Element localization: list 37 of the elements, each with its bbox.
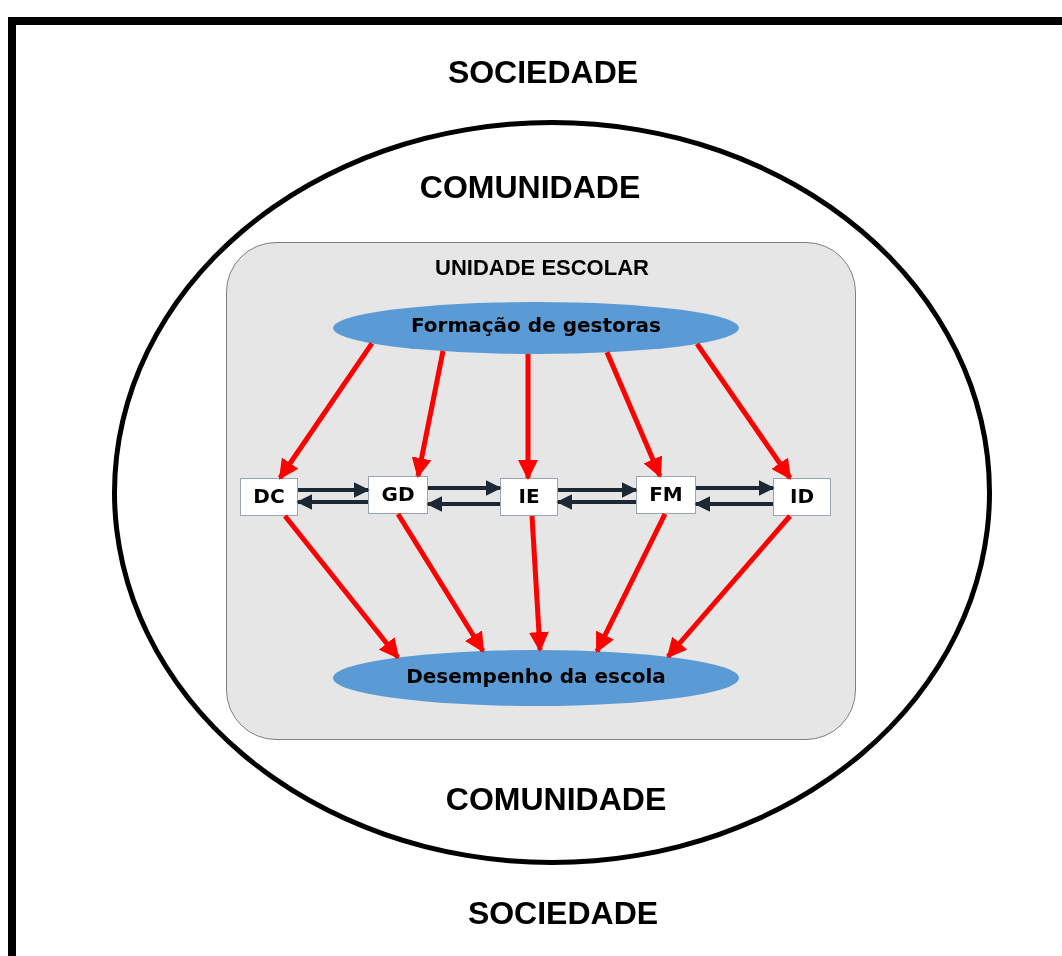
arrow [428,480,502,496]
node-label: COMUNIDADE [444,780,668,819]
outer-frame [8,17,1062,956]
node-label: SOCIEDADE [466,894,660,933]
node-label: ID [788,484,815,509]
arrow [296,494,368,510]
node-label: UNIDADE ESCOLAR [434,254,650,282]
label-box [240,478,298,516]
node-label: Desempenho da escola [405,664,667,689]
label-box [500,478,558,516]
arrow [558,482,638,498]
arrow [395,512,486,653]
node-label: COMUNIDADE [418,168,642,207]
label-box [773,478,831,516]
arrow [518,354,538,480]
node-label: SOCIEDADE [446,53,640,92]
arrow [694,342,793,480]
arrow [604,351,663,478]
label-box [368,476,428,514]
node-label: GD [380,482,416,507]
arrow [283,514,400,660]
node-label: Formação de gestoras [409,313,662,338]
node-label: FM [648,482,684,507]
arrow [298,482,370,498]
arrow [696,480,775,496]
node-label: IE [517,484,541,509]
label-box [636,476,696,514]
arrow [594,512,668,654]
arrow [528,515,549,652]
arrow [694,496,773,512]
arrow [411,350,446,478]
arrow [426,496,500,512]
arrow [556,494,636,510]
node-label: DC [252,484,286,509]
arrow [666,514,792,659]
arrow [277,341,375,480]
school-panel [226,242,856,740]
